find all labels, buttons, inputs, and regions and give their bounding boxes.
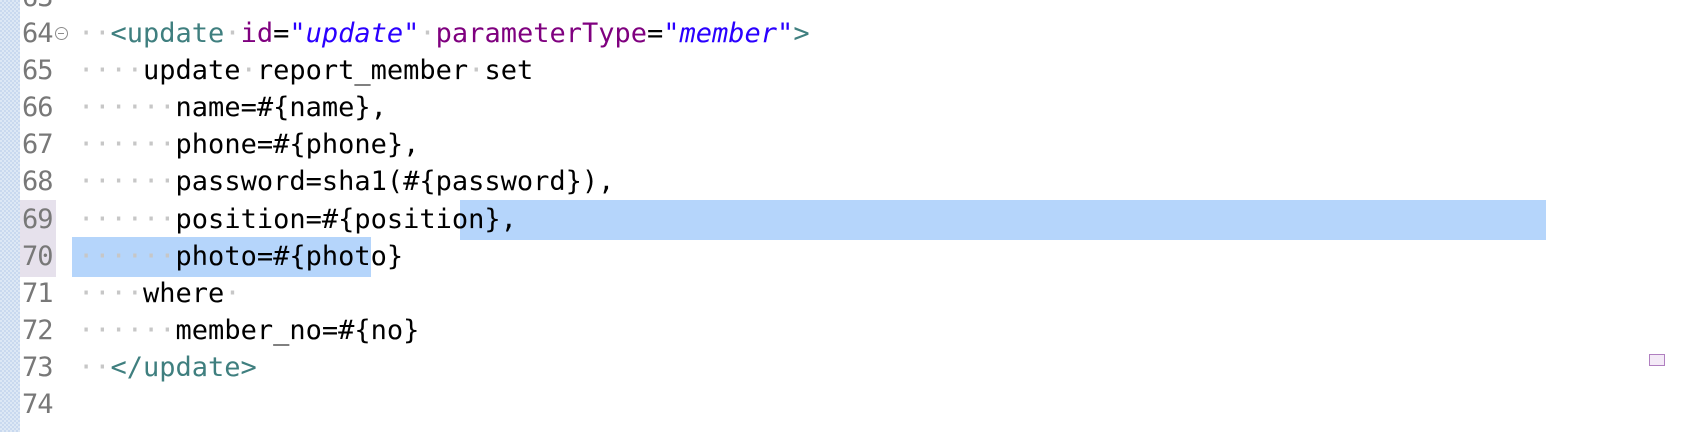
code-text[interactable]: ······photo=#{photo} [78,237,403,277]
code-line[interactable]: 64 ··<update·id="update"·parameterType="… [0,14,1684,54]
sql-text: name=#{name}, [175,92,387,123]
line-number-highlight [20,200,56,240]
fold-collapse-icon[interactable] [55,27,68,40]
sql-text: update·report_member·set [143,55,534,86]
whitespace-marker: · [419,18,436,49]
code-line[interactable]: 70 ······photo=#{photo} [0,237,1684,277]
line-number: 70 [22,241,54,272]
code-text[interactable]: ····where· [78,274,241,314]
whitespace-marker: ·· [78,352,111,383]
whitespace-marker: · [224,18,241,49]
line-number-highlight [20,237,56,277]
line-number: 67 [22,129,54,160]
sql-text: phone=#{phone}, [175,129,420,160]
xml-tag-open: <update [110,18,225,49]
change-ruler [0,0,20,432]
whitespace-marker: ···· [78,55,144,86]
text-selection [72,237,371,277]
line-number: 73 [22,352,54,383]
code-line[interactable]: 67 ······phone=#{phone}, [0,125,1684,165]
text-selection [460,200,1546,240]
xml-attribute: id [240,18,274,49]
code-text[interactable]: ······member_no=#{no} [78,311,419,351]
code-line[interactable]: 69 ······position=#{position}, [0,200,1684,240]
selected-text: , [500,204,517,235]
whitespace-marker: ······ [78,204,176,235]
sql-text: where [143,278,225,309]
line-number: 63 [22,0,54,18]
whitespace-marker: · [240,55,257,86]
xml-attribute-value: "member" [663,18,794,49]
line-number: 74 [22,389,54,420]
code-line[interactable]: 65 ····update·report_member·set [0,51,1684,91]
xml-tag-end: </update> [110,352,257,383]
line-number: 66 [22,92,54,123]
sql-text: member_no=#{no} [175,315,420,346]
line-number: 69 [22,204,54,235]
selected-text: photo=#{photo} [175,241,404,272]
code-line[interactable]: 73 ··</update> [0,348,1684,388]
code-line[interactable]: 66 ······name=#{name}, [0,88,1684,128]
whitespace-marker: ······ [78,92,176,123]
line-number: 71 [22,278,54,309]
code-line[interactable]: 72 ······member_no=#{no} [0,311,1684,351]
sql-text: position=#{position} [175,204,501,235]
code-line[interactable]: 63 [0,0,1684,18]
code-text[interactable]: ······phone=#{phone}, [78,125,419,165]
code-text[interactable]: ······name=#{name}, [78,88,387,128]
equals-sign: = [647,18,664,49]
whitespace-marker: ······ [78,241,176,272]
code-text[interactable]: ····update·report_member·set [78,51,533,91]
line-number: 72 [22,315,54,346]
whitespace-marker: ······ [78,129,176,160]
whitespace-marker: ·· [78,18,111,49]
code-line[interactable]: 74 [0,385,1684,425]
code-line[interactable]: 68 ······password=sha1(#{password}), [0,162,1684,202]
code-text[interactable]: ······position=#{position}, [78,200,517,240]
whitespace-marker: ······ [78,166,176,197]
overview-ruler-marker[interactable] [1649,354,1665,366]
line-number: 68 [22,166,54,197]
whitespace-marker: ···· [78,278,144,309]
xml-attribute-value: "update" [289,18,420,49]
xml-attribute: parameterType [435,18,647,49]
whitespace-marker: · [468,55,485,86]
line-number: 64 [22,18,54,49]
code-line[interactable]: 71 ····where· [0,274,1684,314]
sql-text: password=sha1(#{password}), [175,166,615,197]
code-text[interactable]: ······password=sha1(#{password}), [78,162,614,202]
whitespace-marker: ······ [78,315,176,346]
whitespace-marker: · [224,278,241,309]
xml-tag-close: > [793,18,810,49]
equals-sign: = [273,18,290,49]
code-text[interactable]: ··<update·id="update"·parameterType="mem… [78,14,810,54]
code-text[interactable]: ··</update> [78,348,257,388]
line-number: 65 [22,55,54,86]
